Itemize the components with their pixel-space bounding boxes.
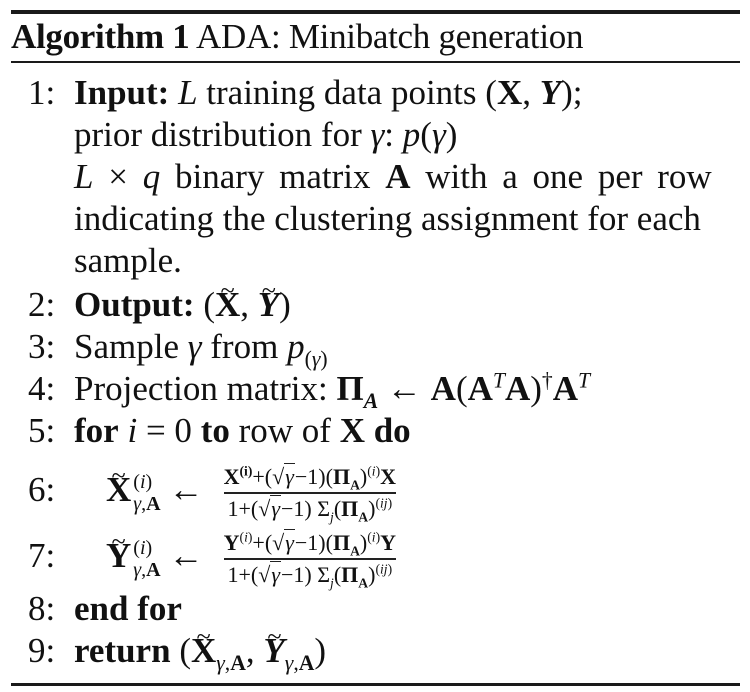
line-number: 1:	[28, 73, 56, 112]
fraction-x: X(i)+(√γ−1)(ΠA)(i)X 1+(√γ−1) Σj(ΠA)(ij)	[223, 462, 397, 525]
line-body: Output: (X, Y)	[74, 284, 291, 326]
text: prior distribution for	[74, 115, 362, 154]
line-number: 7:	[28, 536, 56, 575]
line-body: Input: L training data points (X, Y);	[74, 73, 583, 112]
line-body: X(i)γ,A← X(i)+(√γ−1)(ΠA)(i)X 1+(√γ−1) Σj…	[106, 458, 400, 525]
line-number: 3:	[28, 327, 56, 366]
text: from	[210, 327, 279, 366]
line-number: 4:	[28, 369, 56, 408]
line-body: Projection matrix: ΠA ← A(ATA)†AT	[74, 368, 591, 413]
caption-title: ADA: Minibatch generation	[196, 17, 584, 56]
line-body: sample.	[74, 241, 182, 280]
keyword-input: Input:	[74, 73, 170, 112]
keyword-to: to	[200, 411, 230, 450]
line-body: return (Xγ,A, Yγ,A)	[74, 630, 326, 674]
keyword-return: return	[74, 631, 171, 670]
caption-rule	[11, 61, 740, 63]
text: row of	[238, 411, 331, 450]
text: with a one per row	[425, 157, 712, 196]
line-number: 8:	[28, 589, 56, 628]
lhs-y-tilde: Y(i)γ,A	[106, 524, 161, 588]
line-body: L × q binary matrix A with a one per row	[74, 157, 712, 196]
fraction-y: Y(i)+(√γ−1)(ΠA)(i)Y 1+(√γ−1) Σj(ΠA)(ij)	[223, 528, 397, 591]
top-rule	[11, 10, 740, 14]
line-body: for i = 0 to row of X do	[74, 411, 411, 450]
line-number: 2:	[28, 285, 56, 324]
line-body: Sample γ from p(γ)	[74, 327, 328, 371]
line-body: prior distribution for γ: p(γ)	[74, 115, 458, 154]
text: binary matrix	[174, 157, 371, 196]
lhs-x-tilde: X(i)γ,A	[106, 458, 161, 522]
line-number: 6:	[28, 470, 56, 509]
algorithm-caption: Algorithm 1 ADA: Minibatch generation	[11, 14, 583, 60]
text: Projection matrix:	[74, 369, 328, 408]
line-number: 5:	[28, 411, 56, 450]
line-body: Y(i)γ,A← Y(i)+(√γ−1)(ΠA)(i)Y 1+(√γ−1) Σj…	[106, 524, 400, 591]
caption-label: Algorithm 1	[11, 17, 190, 56]
keyword-output: Output:	[74, 285, 195, 324]
text: training data points	[206, 73, 477, 112]
line-body: indicating the clustering assignment for…	[74, 199, 701, 238]
text: Sample	[74, 327, 179, 366]
bottom-rule	[11, 683, 740, 686]
keyword-do: do	[373, 411, 411, 450]
keyword-end-for: end for	[74, 589, 182, 628]
line-number: 9:	[28, 631, 56, 670]
line-body: end for	[74, 588, 182, 630]
